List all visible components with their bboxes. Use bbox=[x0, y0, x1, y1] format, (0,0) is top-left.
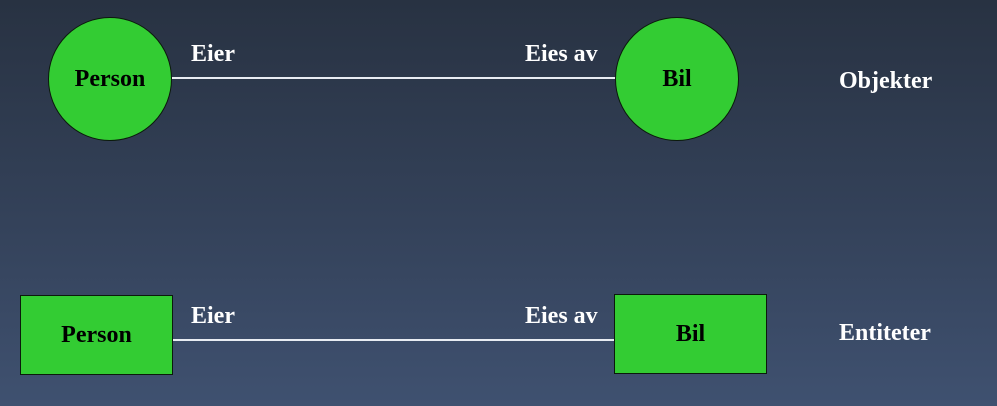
entities-row-title: Entiteter bbox=[839, 320, 931, 346]
entities-bil-node: Bil bbox=[614, 294, 767, 374]
entities-person-label: Person bbox=[61, 321, 132, 348]
entities-eies-av-role: Eies av bbox=[525, 303, 598, 329]
objects-bil-node: Bil bbox=[615, 17, 739, 141]
objects-person-node: Person bbox=[48, 17, 172, 141]
objects-row-title: Objekter bbox=[839, 68, 933, 94]
entities-bil-label: Bil bbox=[675, 320, 706, 347]
objects-person-label: Person bbox=[74, 65, 146, 92]
objects-bil-label: Bil bbox=[662, 65, 692, 92]
objects-eier-role: Eier bbox=[191, 41, 235, 67]
entities-person-node: Person bbox=[20, 295, 173, 375]
entities-relationship-line bbox=[172, 339, 617, 341]
objects-eies-av-role: Eies av bbox=[525, 41, 598, 67]
objects-relationship-line bbox=[172, 77, 617, 79]
entities-eier-role: Eier bbox=[191, 303, 235, 329]
